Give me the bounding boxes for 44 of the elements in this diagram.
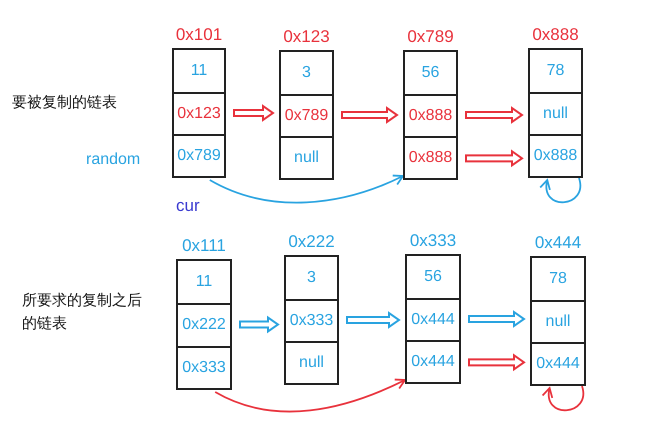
block-arrow — [465, 106, 524, 124]
node-field: 0x789 — [281, 94, 332, 136]
block-arrow — [346, 311, 401, 329]
node-field: 0x444 — [407, 340, 459, 382]
note-text: cur — [176, 195, 201, 217]
block-arrow — [233, 104, 275, 122]
note-text: 要被复制的链表 — [12, 93, 118, 113]
address-label: 0x123 — [283, 26, 330, 48]
block-arrow — [468, 310, 526, 328]
node-field: null — [532, 300, 584, 342]
address-label: 0x333 — [410, 230, 456, 252]
note-text: random — [86, 150, 142, 170]
block-arrow — [341, 106, 399, 124]
node-field: 3 — [286, 257, 337, 299]
address-label: 0x789 — [407, 26, 454, 48]
block-arrow — [465, 149, 524, 168]
node-field: 0x333 — [178, 346, 230, 388]
note-text: 所要求的复制之后的链表 — [22, 291, 143, 334]
address-label: 0x101 — [176, 24, 222, 46]
node-field: 3 — [281, 52, 332, 94]
node-field: 0x123 — [174, 92, 224, 134]
node-field: 0x888 — [530, 134, 581, 176]
block-arrow — [468, 353, 526, 372]
address-label: 0x111 — [182, 235, 226, 257]
node-field: 11 — [174, 50, 224, 92]
block-arrow — [239, 316, 280, 334]
node-field: 0x444 — [532, 342, 584, 384]
node-field: 0x789 — [174, 134, 224, 176]
address-label: 0x444 — [534, 232, 582, 254]
node-field: 0x333 — [286, 299, 337, 341]
node-field: 0x444 — [407, 298, 459, 340]
node-field: 56 — [407, 256, 459, 298]
node-field: 0x222 — [178, 303, 230, 346]
node-field: 56 — [405, 52, 456, 94]
node-field: null — [281, 136, 332, 178]
node-field: 0x888 — [405, 136, 456, 178]
node-field: 78 — [532, 258, 584, 300]
node-field: null — [286, 341, 337, 383]
node-field: null — [530, 92, 581, 134]
address-label: 0x888 — [532, 24, 579, 46]
node-field: 78 — [530, 50, 581, 92]
address-label: 0x222 — [288, 231, 335, 253]
node-field: 0x888 — [405, 94, 456, 136]
node-field: 11 — [178, 261, 230, 304]
